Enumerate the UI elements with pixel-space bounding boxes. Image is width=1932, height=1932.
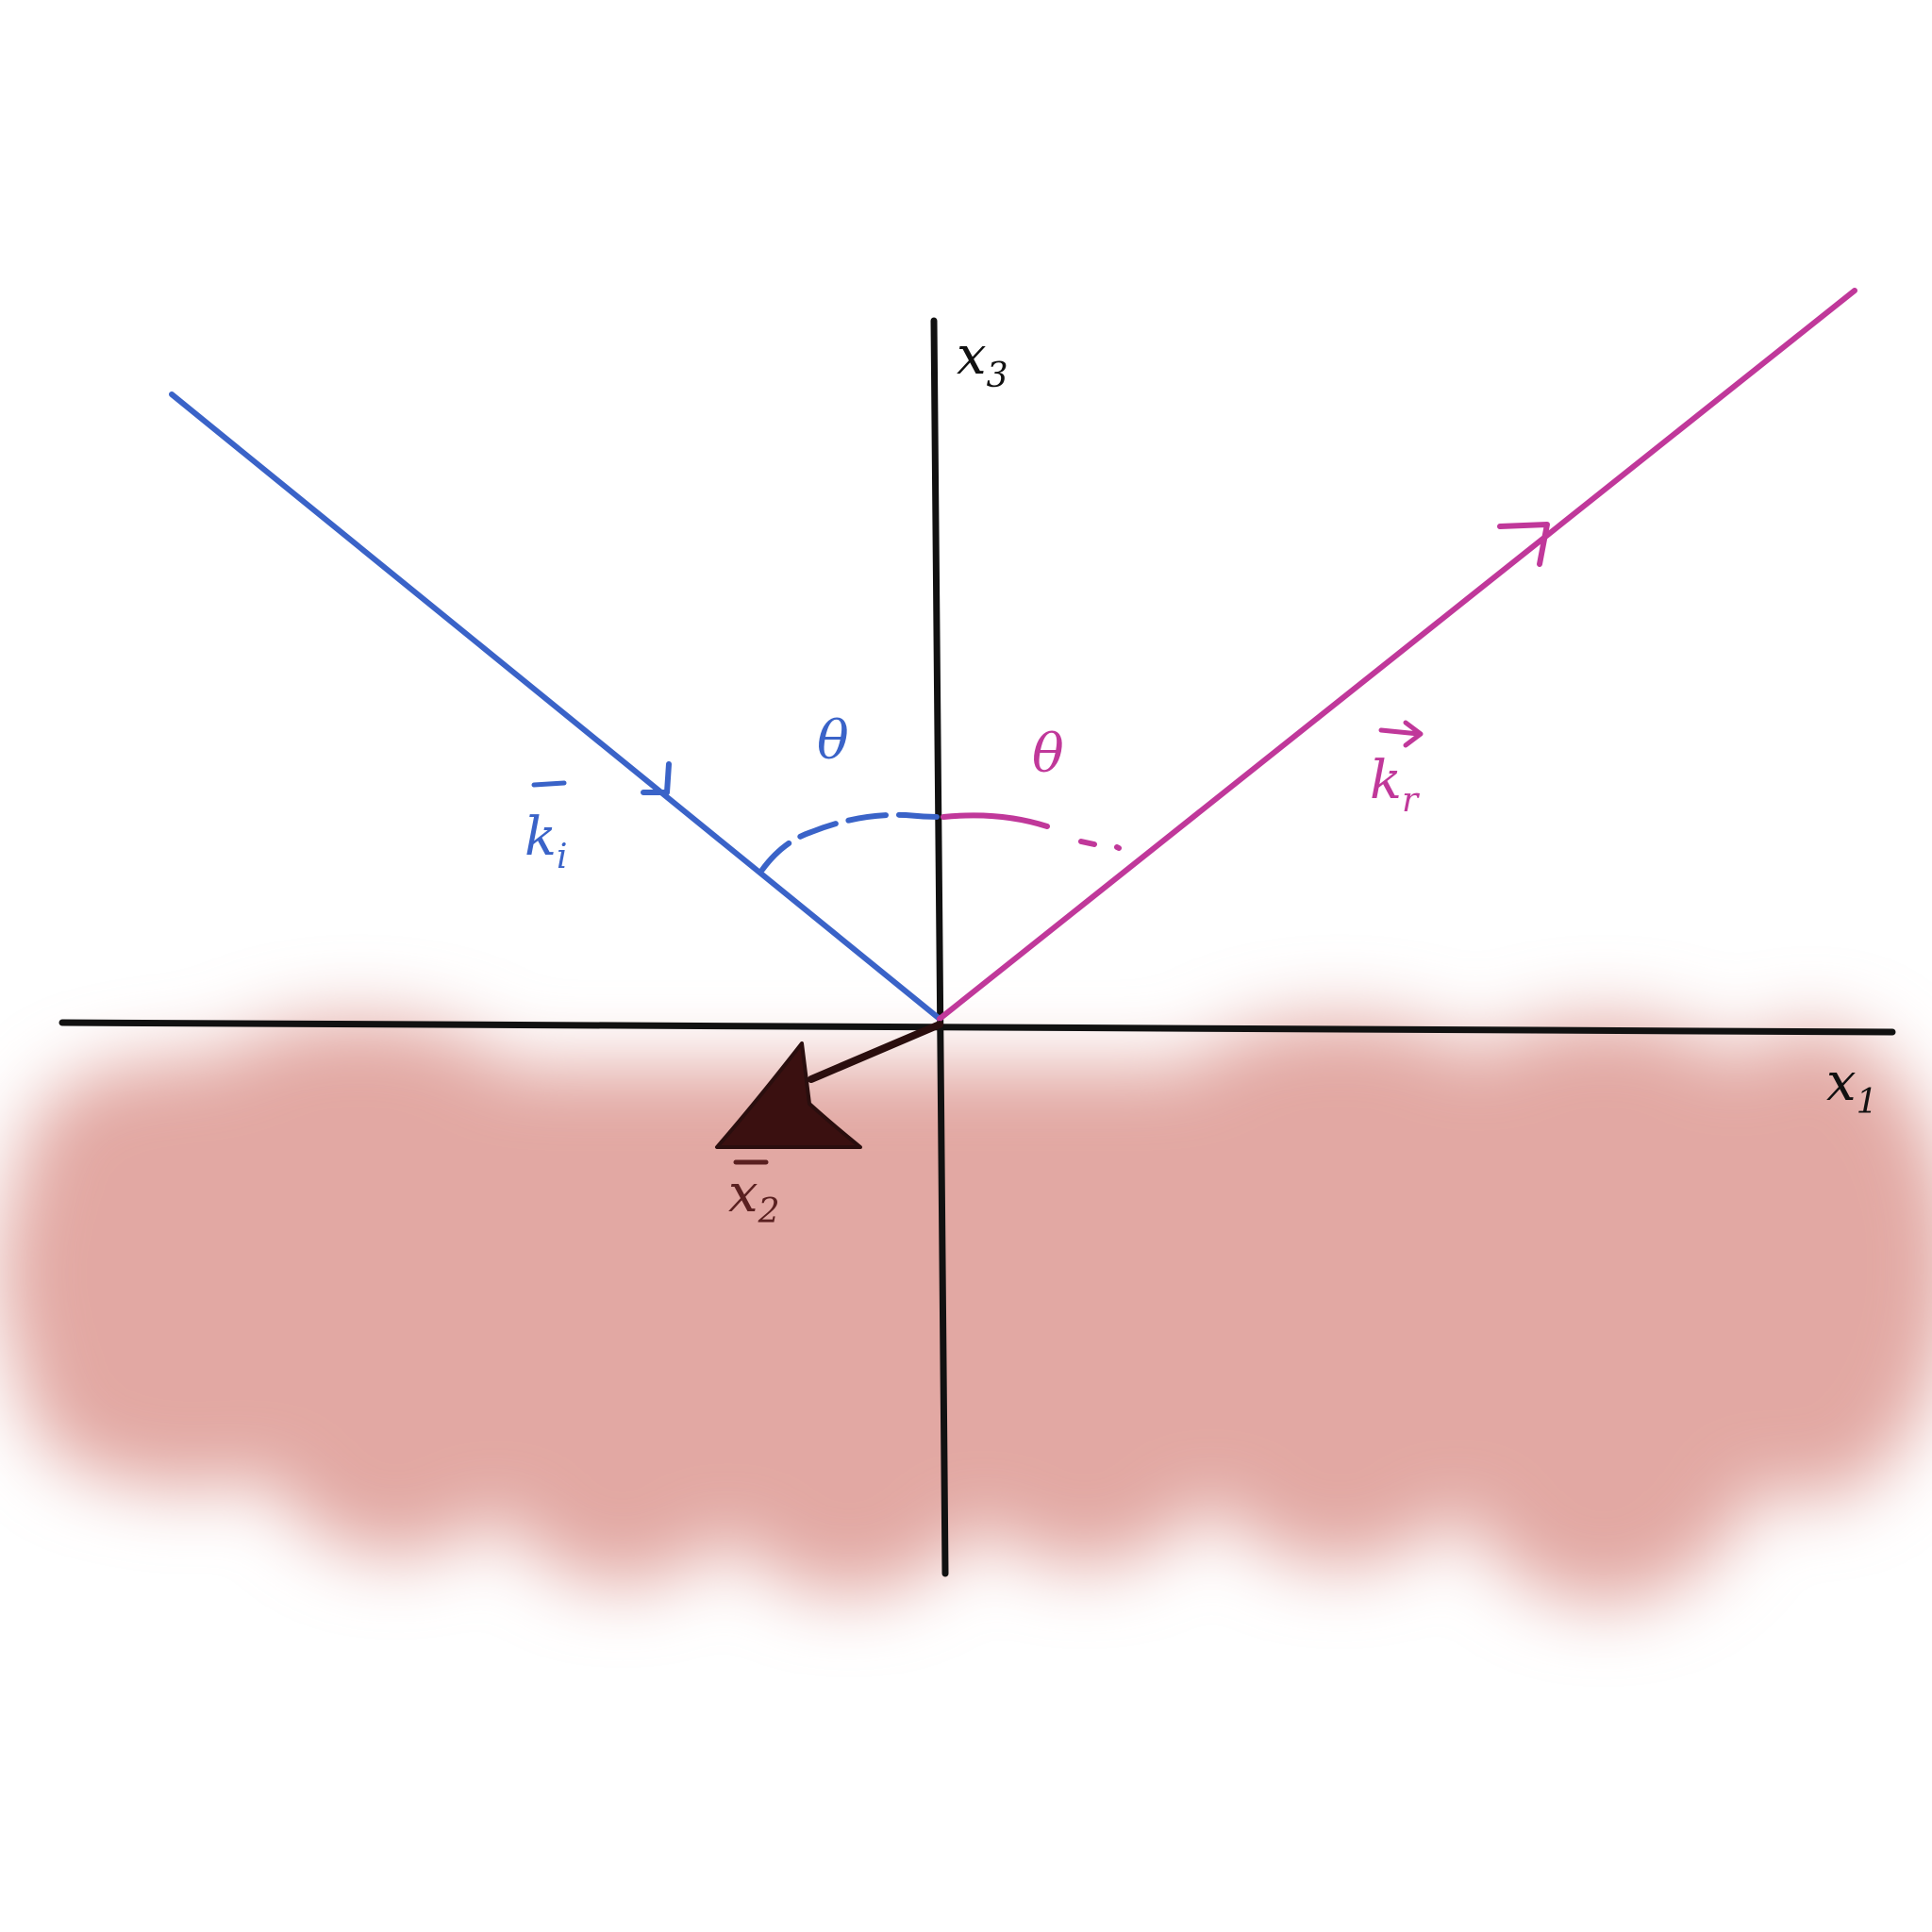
theta-left-label: θ (817, 710, 849, 772)
theta-arc-right (941, 812, 1122, 851)
x2-axis-line (808, 1021, 943, 1083)
x2-arrowhead-icon (715, 1041, 862, 1149)
incident-arrowhead-icon (641, 761, 672, 795)
x3-axis-line (930, 317, 949, 1577)
incident-wave-label: ki (525, 780, 567, 876)
x1-axis-label: x1 (1826, 1052, 1878, 1122)
svg-text:x2: x2 (728, 1163, 780, 1231)
svg-text:kr: kr (1370, 750, 1420, 820)
reflected-wave-label: kr (1370, 720, 1424, 820)
reflected-arrowhead-icon (1497, 522, 1550, 567)
x2-axis-label: x2 (728, 1159, 780, 1231)
reflecting-medium (0, 1019, 1932, 1604)
reflected-wave-line (937, 288, 1857, 1022)
svg-text:ki: ki (525, 807, 567, 876)
x1-axis-line (58, 1019, 1896, 1036)
x3-axis-label: x3 (957, 325, 1008, 395)
incident-wave-line (169, 391, 942, 1022)
theta-right-label: θ (1032, 724, 1064, 785)
theta-arc-left (759, 811, 946, 873)
